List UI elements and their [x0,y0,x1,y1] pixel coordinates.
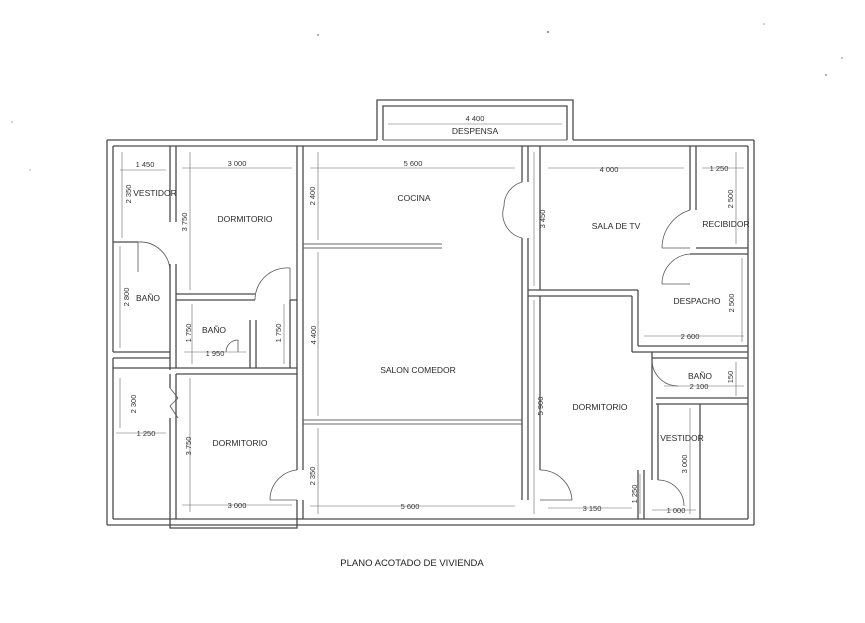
room-sala-tv: SALA DE TV [592,221,641,231]
room-despacho: DESPACHO [673,296,720,306]
room-dormitorio-top-left: DORMITORIO [217,214,272,224]
dim-bottom-small-height: 1 250 [630,485,639,504]
dim-salon-width: 5 600 [401,502,420,511]
dim-dorm-right-height: 5 900 [536,397,545,416]
dim-cocina-width: 5 600 [404,159,423,168]
dim-vestidor-right-height: 3 000 [680,455,689,474]
dim-bano-left-height: 2 800 [122,288,131,307]
room-bano-right: BAÑO [688,371,712,381]
dim-dorm-right-width: 3 150 [583,504,602,513]
dimension-numbers: 4 400 1 450 3 000 5 600 4 000 1 250 2 35… [122,114,736,515]
interior-walls [113,139,748,519]
plan-caption: PLANO ACOTADO DE VIVIENDA [340,558,484,569]
room-dormitorio-right: DORMITORIO [572,402,627,412]
dim-recibidor-width: 1 250 [710,164,729,173]
room-bano-center: BAÑO [202,325,226,335]
room-dormitorio-bottom-left: DORMITORIO [212,438,267,448]
dim-vestidor-left-height: 2 350 [124,185,133,204]
dim-dorm-bl-width: 3 000 [228,501,247,510]
dim-hall-width: 1 250 [137,429,156,438]
room-despensa: DESPENSA [452,126,499,136]
door-swings [137,181,691,507]
dim-vestidor-right-width: 1 000 [667,506,686,515]
dim-salon-height: 4 400 [309,326,318,345]
dim-despensa-width: 4 400 [466,114,485,123]
dim-despacho-width: 2 600 [681,332,700,341]
room-labels: DESPENSA COCINA SALA DE TV RECIBIDOR DES… [133,126,749,448]
dim-sala-tv-width: 4 000 [600,165,619,174]
dim-bano-right-width: 2 100 [690,382,709,391]
dim-recibidor-height: 2 500 [726,190,735,209]
room-recibidor: RECIBIDOR [702,219,749,229]
dim-dorm-tl-width: 3 000 [228,159,247,168]
dim-dorm-tl-height: 3 750 [180,213,189,232]
dim-sala-tv-height: 3 450 [538,210,547,229]
dim-hall-height: 2 300 [129,395,138,414]
room-vestidor-left: VESTIDOR [133,188,176,198]
dim-bano-center-width: 1 950 [206,349,225,358]
dimension-lines [116,123,744,514]
dim-pasillo-height: 2 350 [308,467,317,486]
dim-bano-center-height-b: 1 750 [274,324,283,343]
exterior-walls [106,99,755,529]
dim-bano-center-height: 1 750 [184,324,193,343]
dim-vestidor-left-width: 1 450 [136,160,155,169]
dim-bano-right-height: 150 [726,371,735,384]
room-vestidor-right: VESTIDOR [660,433,703,443]
dim-cocina-height: 2 400 [308,187,317,206]
room-bano-left: BAÑO [136,293,160,303]
scan-specks [11,23,843,171]
room-salon-comedor: SALON COMEDOR [380,365,456,375]
room-cocina: COCINA [397,193,430,203]
dim-dorm-bl-height: 3 750 [184,437,193,456]
dim-despacho-height: 2 500 [727,294,736,313]
